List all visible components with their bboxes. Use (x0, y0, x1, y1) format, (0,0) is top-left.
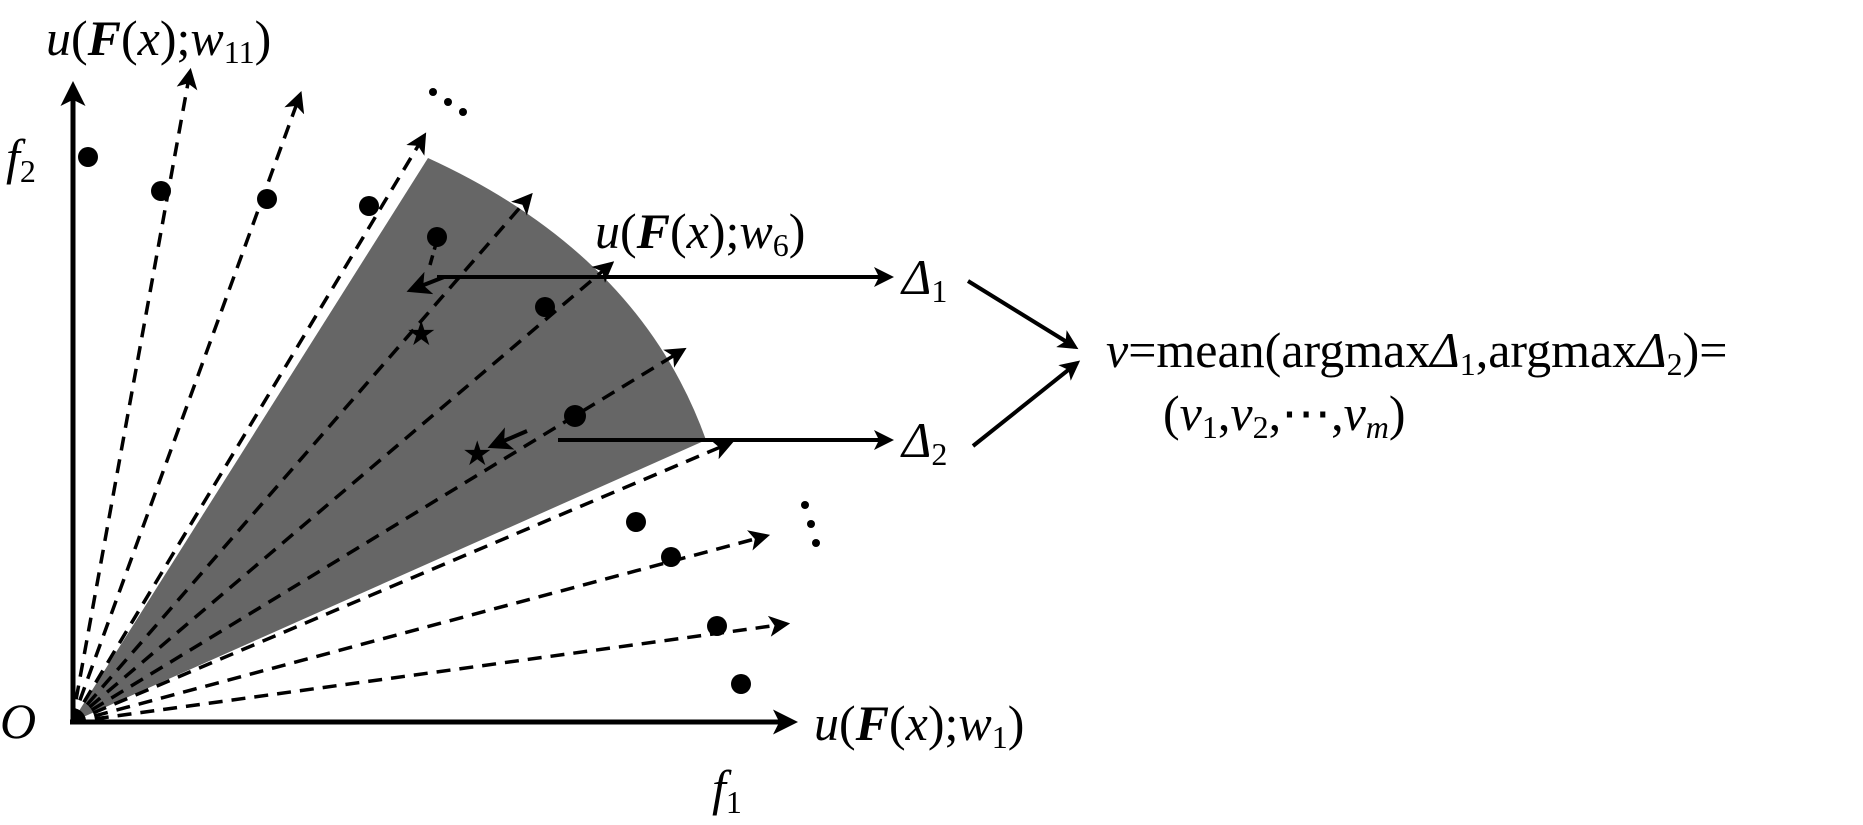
solution-point (731, 674, 751, 694)
difference-dash-1 (428, 239, 439, 266)
weight-vectors (70, 67, 791, 724)
formula-line-2: (v1,v2,⋯,vm) (1163, 385, 1406, 445)
weight-vector-w7 (70, 192, 533, 724)
solution-point (257, 189, 277, 209)
solution-point (359, 196, 379, 216)
solution-points (78, 147, 751, 694)
weight-vector-w10 (70, 67, 198, 723)
arrow-delta2-to-v (971, 360, 1081, 448)
return-arrow-1 (406, 271, 445, 295)
return-arrow-2 (487, 427, 528, 450)
solution-point (707, 616, 727, 636)
origin-label: O (0, 693, 36, 749)
delta2-label: Δ2 (900, 412, 947, 472)
star-marker: ★ (406, 314, 436, 354)
star-marker: ★ (462, 434, 492, 474)
solution-point (535, 297, 555, 317)
delta1-label: Δ1 (900, 249, 947, 309)
solution-point (564, 405, 586, 427)
solution-point (427, 227, 447, 247)
w6-label: u(F(x);w6) (595, 203, 805, 263)
solution-point (151, 181, 171, 201)
weight-vector-w6 (70, 261, 615, 724)
solution-point (78, 147, 98, 167)
solution-point (626, 512, 646, 532)
ellipsis-top (429, 88, 467, 116)
formula-line-1: v=mean(argmaxΔ1,argmaxΔ2)= (1106, 322, 1727, 382)
w1-label: u(F(x);w1) (814, 695, 1024, 755)
ellipsis-right (801, 501, 820, 547)
weight-vector-w3 (71, 530, 771, 724)
f2-axis-label: f2 (6, 129, 36, 189)
weight-vector-w5 (71, 347, 687, 724)
solution-point (661, 547, 681, 567)
w11-label: u(F(x);w11) (46, 10, 271, 70)
arrow-delta1-to-v (966, 279, 1079, 350)
weight-vector-w4 (71, 439, 734, 724)
f1-axis-label: f1 (712, 760, 742, 820)
weight-vector-w2 (71, 615, 791, 724)
